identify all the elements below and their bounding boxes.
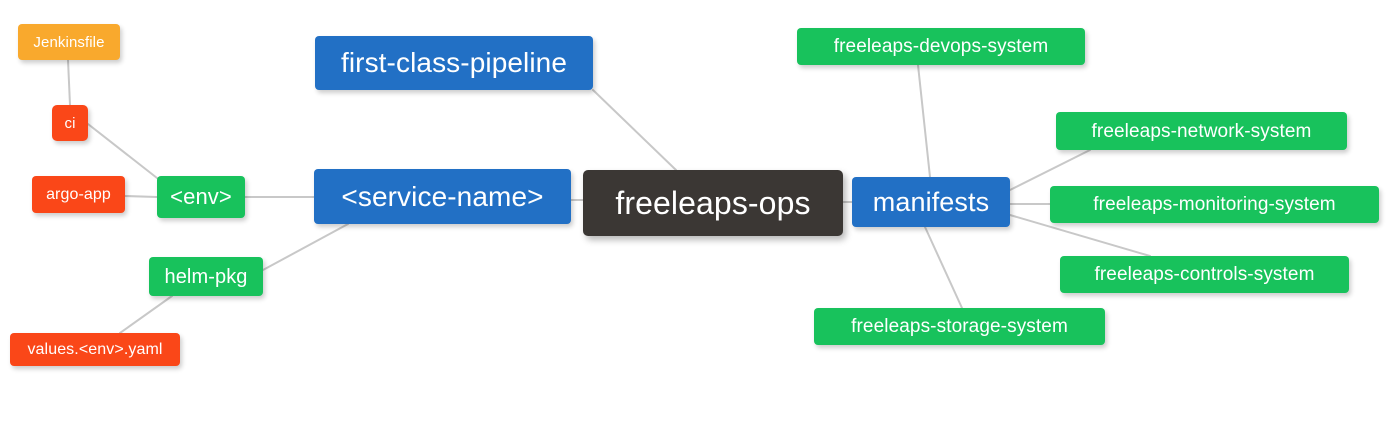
edge-manifests-devops	[917, 64, 931, 178]
node-label-freeleaps-monitoring-system: freeleaps-monitoring-system	[1093, 194, 1336, 215]
node-service-name[interactable]: <service-name>	[314, 169, 571, 224]
node-argo-app[interactable]: argo-app	[32, 176, 125, 213]
edge-manifests-network	[1009, 149, 1091, 191]
node-jenkinsfile[interactable]: Jenkinsfile	[18, 24, 120, 60]
node-label-first-class-pipeline: first-class-pipeline	[340, 47, 568, 78]
edge-ci-env	[87, 123, 158, 179]
node-freeleaps-network-system[interactable]: freeleaps-network-system	[1056, 112, 1347, 150]
node-label-argo-app: argo-app	[46, 185, 111, 203]
node-label-values-env-yaml: values.<env>.yaml	[27, 340, 163, 358]
node-label-ci: ci	[64, 114, 76, 132]
edge-pipeline-ops	[592, 89, 677, 171]
node-values-env-yaml[interactable]: values.<env>.yaml	[10, 333, 180, 366]
node-freeleaps-monitoring-system[interactable]: freeleaps-monitoring-system	[1050, 186, 1379, 223]
node-label-freeleaps-devops-system: freeleaps-devops-system	[833, 36, 1049, 57]
node-label-jenkinsfile: Jenkinsfile	[33, 33, 105, 51]
edge-jenkinsfile-ci	[67, 59, 71, 106]
node-manifests[interactable]: manifests	[852, 177, 1010, 227]
node-label-manifests: manifests	[872, 186, 990, 217]
node-label-freeleaps-controls-system: freeleaps-controls-system	[1094, 264, 1315, 285]
node-freeleaps-controls-system[interactable]: freeleaps-controls-system	[1060, 256, 1349, 293]
node-freeleaps-storage-system[interactable]: freeleaps-storage-system	[814, 308, 1105, 345]
node-label-freeleaps-storage-system: freeleaps-storage-system	[851, 316, 1068, 337]
node-label-helm-pkg: helm-pkg	[164, 265, 248, 288]
node-label-service-name: <service-name>	[341, 180, 544, 212]
node-ci[interactable]: ci	[52, 105, 88, 141]
node-freeleaps-devops-system[interactable]: freeleaps-devops-system	[797, 28, 1085, 65]
node-env[interactable]: <env>	[157, 176, 245, 218]
node-first-class-pipeline[interactable]: first-class-pipeline	[315, 36, 593, 90]
edge-servicename-helmpkg	[262, 223, 349, 271]
edge-argoapp-env	[124, 195, 158, 198]
node-label-freeleaps-ops: freeleaps-ops	[615, 185, 811, 221]
node-label-env: <env>	[170, 184, 232, 209]
node-helm-pkg[interactable]: helm-pkg	[149, 257, 263, 296]
edge-manifests-storage	[924, 226, 963, 309]
node-freeleaps-ops[interactable]: freeleaps-ops	[583, 170, 843, 236]
edge-helmpkg-values	[119, 295, 173, 334]
node-label-freeleaps-network-system: freeleaps-network-system	[1091, 120, 1312, 142]
